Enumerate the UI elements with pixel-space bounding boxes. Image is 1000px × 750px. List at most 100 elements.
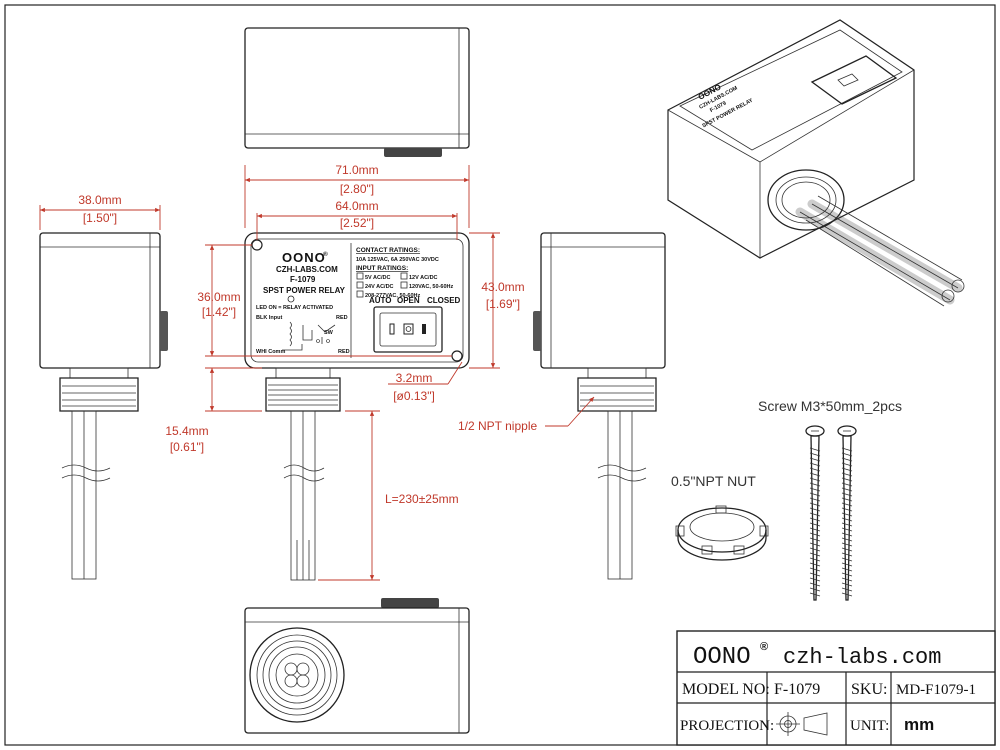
dim-cable-length: L=230±25mm bbox=[385, 492, 459, 506]
screws bbox=[805, 425, 857, 601]
screw-thread bbox=[841, 467, 853, 472]
bottom-view bbox=[244, 598, 470, 734]
dim-hole-dia-mm: 3.2mm bbox=[396, 371, 433, 385]
dim-nipple-mm: 15.4mm bbox=[165, 424, 208, 438]
screw-thread bbox=[809, 497, 821, 502]
title-unit-label: UNIT: bbox=[850, 718, 889, 734]
screw-thread bbox=[809, 527, 821, 532]
screw-thread bbox=[841, 572, 853, 577]
screw-thread bbox=[809, 517, 821, 522]
title-model-value: F-1079 bbox=[774, 681, 820, 698]
dim-overall-width-in: [2.80"] bbox=[340, 182, 374, 196]
screw-thread bbox=[809, 462, 821, 467]
title-sku-label: SKU: bbox=[851, 681, 887, 698]
screw-thread bbox=[841, 497, 853, 502]
screw-thread bbox=[809, 472, 821, 477]
faceplate-product: SPST POWER RELAY bbox=[263, 286, 346, 295]
title-brand: OONO bbox=[693, 644, 751, 671]
front-view: OONO ® CZH-LABS.COM F-1079 SPST POWER RE… bbox=[244, 232, 470, 581]
screw-callout: Screw M3*50mm_2pcs bbox=[758, 398, 902, 414]
switch-mark-auto bbox=[389, 323, 395, 335]
title-reg: ® bbox=[760, 641, 768, 653]
coil-symbol bbox=[289, 321, 292, 347]
screw-thread bbox=[809, 487, 821, 492]
faceplate-red-top: RED bbox=[336, 315, 348, 321]
screw-thread bbox=[841, 462, 853, 467]
screw-thread bbox=[809, 492, 821, 497]
screw-thread bbox=[841, 517, 853, 522]
dim-depth-mm: 38.0mm bbox=[78, 193, 121, 207]
screw-thread bbox=[809, 577, 821, 582]
screw-thread bbox=[841, 477, 853, 482]
screw-thread bbox=[809, 457, 821, 462]
faceplate-mode-open: OPEN bbox=[397, 296, 420, 305]
npt-nut bbox=[675, 505, 769, 561]
dim-height-in: [1.69"] bbox=[486, 297, 520, 311]
dimension-lines bbox=[39, 165, 595, 581]
screw-thread bbox=[809, 502, 821, 507]
dim-overall-width-mm: 71.0mm bbox=[335, 163, 378, 177]
screw-thread bbox=[841, 452, 853, 457]
screw-thread bbox=[841, 552, 853, 557]
faceplate-red-bottom: RED bbox=[338, 349, 350, 355]
faceplate-brand: OONO bbox=[282, 250, 326, 265]
faceplate-mode-closed: CLOSED bbox=[427, 296, 461, 305]
screw-thread bbox=[841, 537, 853, 542]
dim-hole-dia-in: [ø0.13"] bbox=[393, 389, 435, 403]
title-projection-label: PROJECTION: bbox=[680, 718, 774, 734]
screw-thread bbox=[841, 592, 853, 597]
faceplate-whi-comm: WHI Comm bbox=[256, 349, 285, 355]
screw-thread bbox=[809, 552, 821, 557]
faceplate-input-5: 208-277VAC, 50-60Hz bbox=[365, 293, 420, 299]
screw-thread bbox=[809, 547, 821, 552]
screw-thread bbox=[809, 587, 821, 592]
screw-thread bbox=[809, 532, 821, 537]
screw-thread bbox=[809, 592, 821, 597]
screw-thread bbox=[841, 507, 853, 512]
screw-thread bbox=[841, 547, 853, 552]
title-sku-value: MD-F1079-1 bbox=[896, 682, 976, 698]
screw-thread bbox=[809, 452, 821, 457]
screw-thread bbox=[809, 582, 821, 587]
switch-top-protrusion bbox=[384, 148, 442, 157]
screw-thread bbox=[809, 522, 821, 527]
npt-nipple-front bbox=[265, 367, 341, 412]
faceplate-mode-auto: AUTO bbox=[369, 296, 392, 305]
screw-thread bbox=[841, 557, 853, 562]
title-model-label: MODEL NO: bbox=[682, 681, 770, 698]
cable-front bbox=[283, 410, 325, 581]
npt-nipple-callout: 1/2 NPT nipple bbox=[458, 419, 537, 433]
rocker-switch bbox=[373, 306, 443, 353]
faceplate-model: F-1079 bbox=[290, 275, 316, 284]
screw-thread bbox=[841, 482, 853, 487]
screw-thread bbox=[809, 542, 821, 547]
dim-hole-vertical-mm: 36.0mm bbox=[197, 290, 240, 304]
screw-thread bbox=[809, 572, 821, 577]
faceplate-site: CZH-LABS.COM bbox=[276, 265, 338, 274]
faceplate-input-2: 12V AC/DC bbox=[409, 275, 438, 281]
screw-thread bbox=[841, 577, 853, 582]
faceplate-input-3: 24V AC/DC bbox=[365, 284, 394, 290]
screw-thread bbox=[841, 542, 853, 547]
screw-thread bbox=[841, 492, 853, 497]
npt-nut-callout: 0.5"NPT NUT bbox=[671, 473, 756, 489]
screw-thread bbox=[841, 502, 853, 507]
right-side-view bbox=[533, 232, 666, 580]
screw-thread bbox=[841, 522, 853, 527]
screw-thread bbox=[809, 562, 821, 567]
screw-thread bbox=[841, 567, 853, 572]
faceplate-led-note: LED ON = RELAY ACTIVATED bbox=[256, 305, 333, 311]
faceplate-input-4: 120VAC, 50-60Hz bbox=[409, 284, 453, 290]
screw-thread bbox=[809, 512, 821, 517]
screw-thread bbox=[841, 512, 853, 517]
screw-thread bbox=[841, 587, 853, 592]
led-indicator bbox=[287, 295, 295, 303]
faceplate-contact-title: CONTACT RATINGS: bbox=[356, 247, 420, 254]
faceplate-input-title: INPUT RATINGS: bbox=[356, 265, 408, 272]
sheet-border bbox=[4, 4, 996, 746]
dim-hole-spacing-mm: 64.0mm bbox=[335, 199, 378, 213]
top-view bbox=[244, 27, 470, 157]
faceplate-contact-value: 10A 125VAC, 6A 250VAC 30VDC bbox=[356, 257, 439, 263]
switch-mark-closed bbox=[422, 324, 426, 334]
